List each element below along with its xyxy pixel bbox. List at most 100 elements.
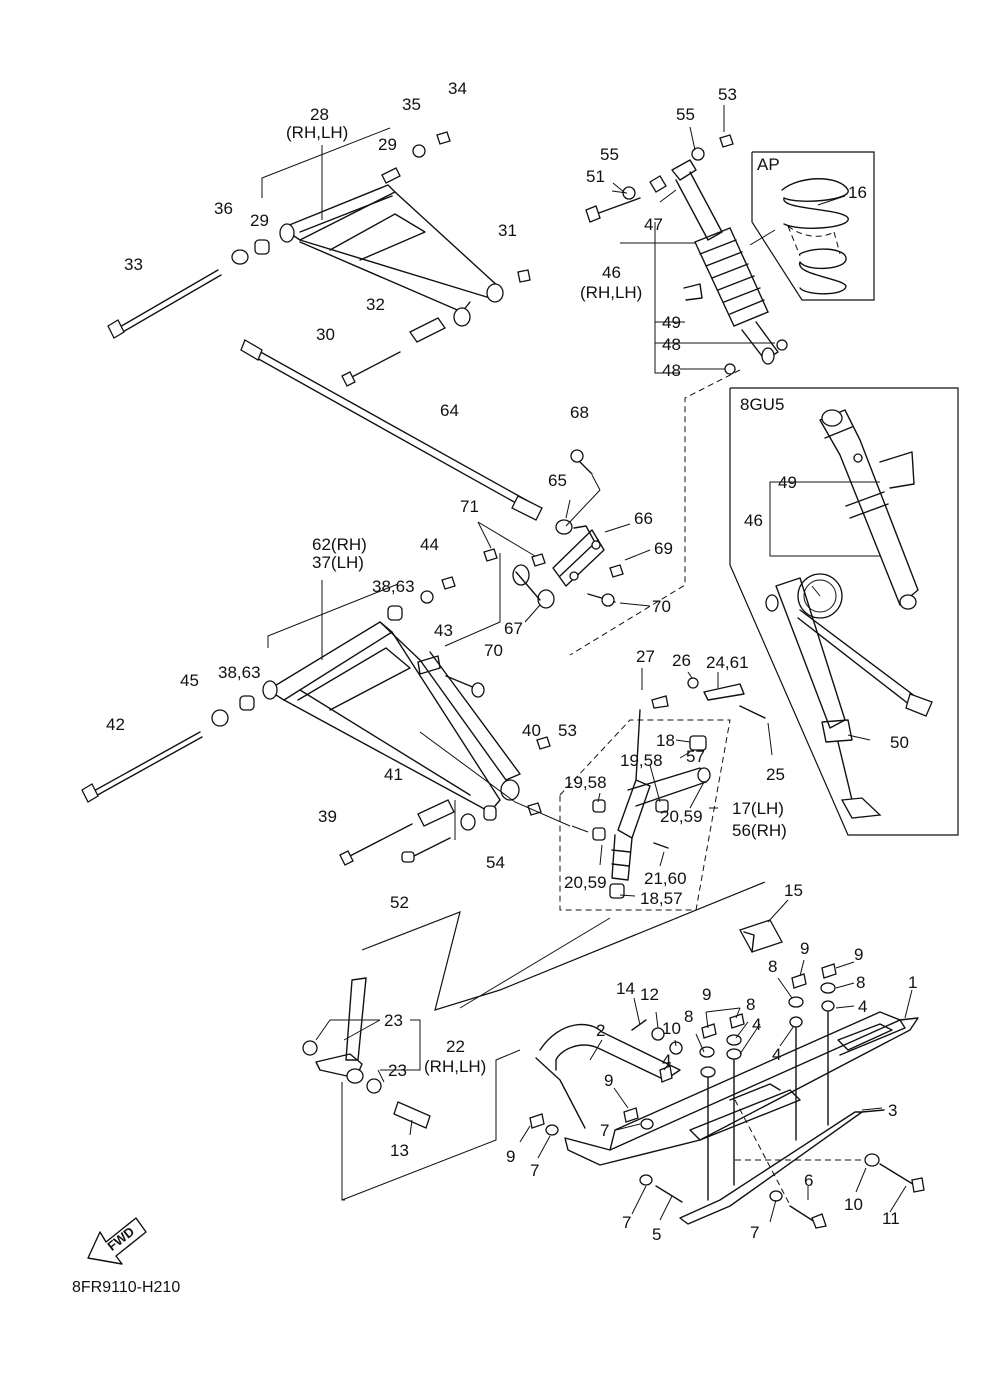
- callout-3: 3: [888, 1101, 897, 1120]
- callout-46-inset: 46: [744, 511, 763, 530]
- callout-68: 68: [570, 403, 589, 422]
- callout-10-b: 10: [844, 1195, 863, 1214]
- callout-15: 15: [784, 881, 803, 900]
- callout-2: 2: [596, 1021, 605, 1040]
- callout-8-b: 8: [856, 973, 865, 992]
- callout-7-b: 7: [600, 1121, 609, 1140]
- callout-39: 39: [318, 807, 337, 826]
- callout-27: 27: [636, 647, 655, 666]
- ski-spindle-group: [302, 881, 766, 1201]
- callout-12: 12: [640, 985, 659, 1004]
- callout-4-a: 4: [858, 997, 867, 1016]
- callout-22-sub: (RH,LH): [424, 1057, 486, 1076]
- callout-6: 6: [804, 1171, 813, 1190]
- shock-absorber-group: [569, 105, 788, 656]
- callout-49: 49: [662, 313, 681, 332]
- callout-64: 64: [440, 401, 459, 420]
- callout-38-63-a: 38,63: [372, 577, 415, 596]
- callout-53-a: 53: [718, 85, 737, 104]
- callout-49-inset: 49: [778, 473, 797, 492]
- callout-50: 50: [890, 733, 909, 752]
- callout-20-59-b: 20,59: [564, 873, 607, 892]
- callout-65: 65: [548, 471, 567, 490]
- callout-71: 71: [460, 497, 479, 516]
- callout-20-59-a: 20,59: [660, 807, 703, 826]
- callout-52: 52: [390, 893, 409, 912]
- callout-30: 30: [316, 325, 335, 344]
- callout-29-a: 29: [378, 135, 397, 154]
- steering-link-group: [444, 449, 651, 647]
- callout-70-b: 70: [484, 641, 503, 660]
- inset-ap-title: AP: [757, 155, 780, 174]
- callout-28: 28: [310, 105, 329, 124]
- lower-a-arm-group: [81, 576, 589, 866]
- callout-25: 25: [766, 765, 785, 784]
- callout-8-d: 8: [684, 1007, 693, 1026]
- inset-8gu5-title: 8GU5: [740, 395, 784, 414]
- callout-17-lh: 17(LH): [732, 799, 784, 818]
- callout-69: 69: [654, 539, 673, 558]
- ski-group: [519, 899, 925, 1229]
- callout-22: 22: [446, 1037, 465, 1056]
- callout-70-a: 70: [652, 597, 671, 616]
- callout-8-a: 8: [768, 957, 777, 976]
- callout-23-a: 23: [384, 1011, 403, 1030]
- callout-32: 32: [366, 295, 385, 314]
- callout-55-a: 55: [676, 105, 695, 124]
- callout-11: 11: [882, 1209, 900, 1228]
- callout-26: 26: [672, 651, 691, 670]
- callout-9-d: 9: [604, 1071, 613, 1090]
- spindle-group: [459, 668, 773, 1009]
- callout-31: 31: [498, 221, 517, 240]
- callout-35: 35: [402, 95, 421, 114]
- callout-42: 42: [106, 715, 125, 734]
- fwd-label: FWD: [105, 1224, 138, 1254]
- callout-44: 44: [420, 535, 439, 554]
- callout-57: 57: [686, 747, 705, 766]
- callout-8-c: 8: [746, 995, 755, 1014]
- callout-16: 16: [848, 183, 867, 202]
- diagram-code: 8FR9110-H210: [72, 1279, 180, 1296]
- fwd-arrow: FWD: [87, 1217, 147, 1265]
- callout-53-b: 53: [558, 721, 577, 740]
- callout-46: 46: [602, 263, 621, 282]
- callout-51: 51: [586, 167, 605, 186]
- callout-37-lh: 37(LH): [312, 553, 364, 572]
- callout-4-b: 4: [752, 1015, 761, 1034]
- callout-labels: 1 2 3 4 4 4 4 5 6 7 7 7 7 8 8 8 8 9 9 9 …: [106, 79, 917, 1244]
- callout-18: 18: [656, 731, 675, 750]
- callout-34: 34: [448, 79, 467, 98]
- callout-48-b: 48: [662, 361, 681, 380]
- callout-7-c: 7: [622, 1213, 631, 1232]
- callout-56-rh: 56(RH): [732, 821, 787, 840]
- callout-24-61: 24,61: [706, 653, 749, 672]
- callout-54: 54: [486, 853, 505, 872]
- inset-8gu5: 8GU5: [729, 387, 959, 836]
- callout-66: 66: [634, 509, 653, 528]
- callout-55-b: 55: [600, 145, 619, 164]
- callout-28-sub: (RH,LH): [286, 123, 348, 142]
- callout-67: 67: [504, 619, 523, 638]
- callout-9-e: 9: [506, 1147, 515, 1166]
- callout-7-a: 7: [530, 1161, 539, 1180]
- callout-38-63-b: 38,63: [218, 663, 261, 682]
- callout-18-57-a: 18,57: [640, 889, 683, 908]
- callout-7-d: 7: [750, 1223, 759, 1242]
- callout-36: 36: [214, 199, 233, 218]
- callout-19-58-a: 19,58: [620, 751, 663, 770]
- callout-4-d: 4: [662, 1051, 671, 1070]
- callout-23-b: 23: [388, 1061, 407, 1080]
- steering-shaft-group: [240, 339, 543, 521]
- callout-14: 14: [616, 979, 635, 998]
- callout-9-b: 9: [854, 945, 863, 964]
- callout-33: 33: [124, 255, 143, 274]
- callout-9-a: 9: [800, 939, 809, 958]
- callout-48-a: 48: [662, 335, 681, 354]
- callout-9-c: 9: [702, 985, 711, 1004]
- callout-45: 45: [180, 671, 199, 690]
- callout-1: 1: [908, 973, 917, 992]
- callout-13: 13: [390, 1141, 409, 1160]
- callout-10-a: 10: [662, 1019, 681, 1038]
- callout-29-b: 29: [250, 211, 269, 230]
